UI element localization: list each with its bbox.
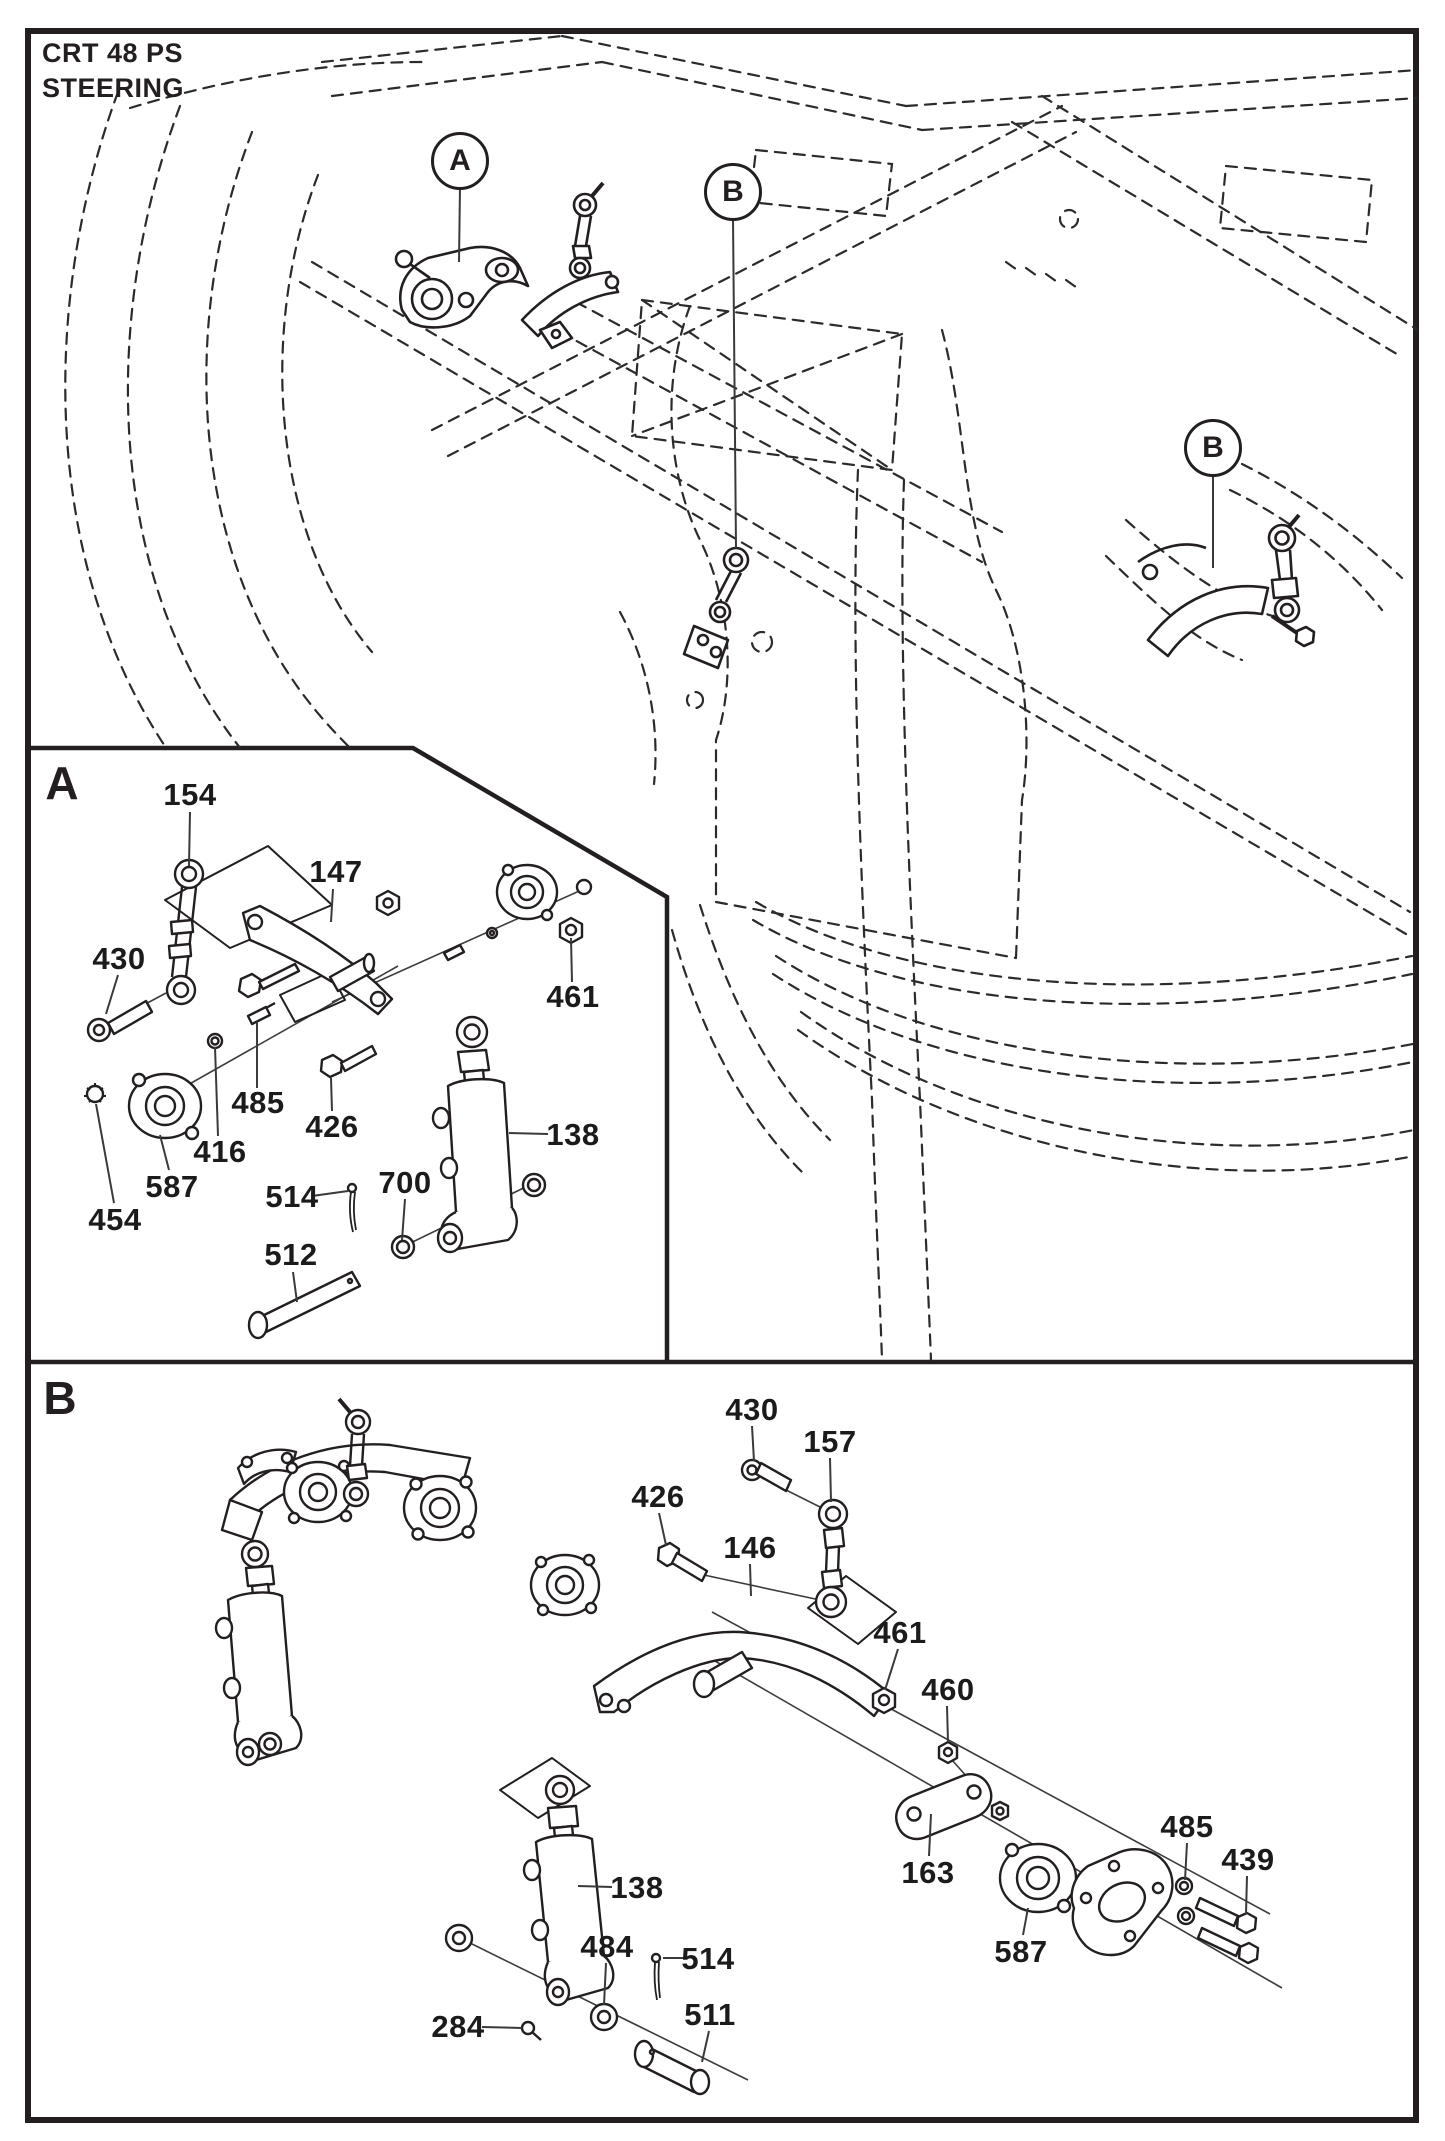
part-number-label: 430 [725, 1392, 779, 1427]
outer-border [25, 28, 1419, 2123]
part-number-label: 512 [264, 1237, 318, 1272]
panel-a-border [28, 745, 670, 1362]
part-138-cylinder [431, 1015, 518, 1254]
washer-left [444, 1923, 474, 1953]
part-number-label: 146 [723, 1530, 777, 1565]
main-view-solid-assemblies [394, 181, 1316, 670]
part-number-label: 157 [803, 1424, 857, 1459]
part-number-label: 439 [1221, 1842, 1275, 1877]
part-454-star-washer [84, 1083, 106, 1104]
leader-lines [95, 186, 1248, 2063]
part-430-bolt [86, 999, 154, 1043]
panel-b-parts-art [214, 1397, 1260, 2096]
part-284-bolt [520, 2020, 542, 2041]
part-number-label: 163 [901, 1855, 955, 1890]
part-number-label: 511 [684, 1997, 736, 2032]
part-430b-bolt [740, 1458, 793, 1493]
part-514-cotter-pin [346, 1182, 358, 1233]
gasket-plate [1070, 1848, 1174, 1957]
detail-callout: A [431, 132, 489, 190]
panel-a-parts-art [84, 845, 593, 1340]
part-number-label: 461 [873, 1615, 927, 1650]
part-426b-bolt [656, 1541, 709, 1583]
part-163-plate [895, 1773, 1010, 1841]
part-514b-cotter-pin [650, 1952, 662, 2001]
part-700-bushings [390, 1172, 547, 1260]
part-587b-bearing [998, 1842, 1078, 1914]
part-number-label: 154 [163, 777, 217, 812]
left-cylinder [214, 1539, 303, 1767]
part-439-bolts [1194, 1896, 1260, 1965]
part-number-label: 138 [610, 1870, 664, 1905]
part-number-label: 284 [431, 2009, 485, 2044]
part-number-label: 587 [145, 1169, 199, 1204]
part-485-stud [246, 1001, 276, 1026]
part-485b-washers [1174, 1876, 1196, 1926]
detail-callout: B [704, 163, 762, 221]
part-number-label: 461 [546, 979, 600, 1014]
part-154-tie-rod [165, 858, 205, 1006]
part-number-label: 485 [1160, 1809, 1214, 1844]
part-number-label: 514 [265, 1179, 319, 1214]
part-426-bolt [319, 1044, 378, 1079]
part-number-label: 587 [994, 1934, 1048, 1969]
steering-assembly-a [394, 245, 530, 329]
sheet-plate [499, 1757, 591, 1819]
part-587-bearing [127, 1072, 203, 1141]
left-arm-assembly [220, 1397, 478, 1542]
detail-callout: B [1184, 419, 1242, 477]
steering-assembly-middle [520, 181, 620, 350]
part-number-label: 460 [921, 1672, 975, 1707]
sheet-plate [279, 971, 346, 1023]
steering-link-b1 [682, 546, 750, 670]
title-model: CRT 48 PS [42, 38, 184, 68]
part-461-cluster [375, 863, 593, 962]
part-number-label: 426 [305, 1109, 359, 1144]
part-number-label: 454 [88, 1202, 142, 1237]
frame-borders [25, 28, 1419, 2123]
part-number-label: 430 [92, 941, 146, 976]
panel-b-letter: B [43, 1372, 77, 1424]
part-416-washer [206, 1032, 224, 1050]
part-number-label: 426 [631, 1479, 685, 1514]
part-number-label: 484 [580, 1929, 634, 1964]
part-146-arm [592, 1630, 892, 1718]
part-460-nut [937, 1740, 959, 1765]
part-484-washer [589, 2002, 619, 2032]
part-number-label: 138 [546, 1117, 600, 1152]
main-view-dashed-frame [64, 34, 1417, 1362]
panel-a-letter: A [45, 757, 79, 809]
part-138b-cylinder [522, 1774, 615, 2007]
part-number-label: 514 [681, 1941, 735, 1976]
title-section: STEERING [42, 73, 185, 104]
part-157-link [814, 1498, 849, 1619]
steering-assembly-b2 [1137, 513, 1316, 658]
part-number-label: 485 [231, 1085, 285, 1120]
part-461b-nut [871, 1686, 897, 1715]
part-number-label: 700 [378, 1165, 432, 1200]
part-147-arm [237, 904, 394, 1016]
part-number-label: 416 [193, 1134, 247, 1169]
part-number-label: 147 [309, 854, 363, 889]
middle-flange-bearing [529, 1553, 601, 1617]
part-512-pin [247, 1270, 362, 1340]
part-511-pin [633, 2039, 711, 2096]
drawing-title: CRT 48 PS STEERING [42, 36, 184, 106]
